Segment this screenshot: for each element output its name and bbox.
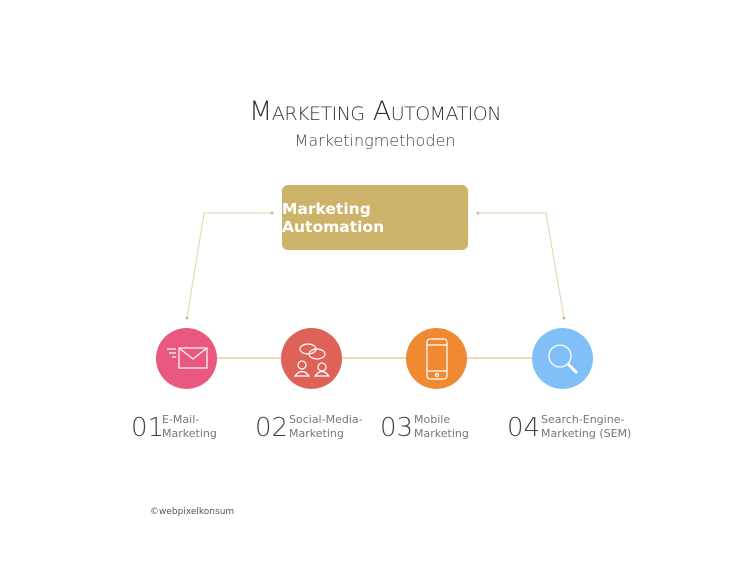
- center-box: Marketing Automation: [282, 185, 468, 250]
- smartphone-icon: [425, 337, 448, 380]
- method-label: E-Mail-Marketing: [162, 413, 217, 440]
- email-circle: [156, 328, 217, 389]
- magnifier-icon: [547, 343, 578, 374]
- method-number: 01: [131, 413, 165, 443]
- chat-people-icon: [293, 342, 330, 377]
- envelope-icon: [166, 346, 208, 369]
- mobile-circle: [406, 328, 467, 389]
- credit: ©webpixelkonsum: [150, 507, 235, 517]
- method-number: 02: [255, 413, 289, 443]
- page-title: Marketing Automation: [249, 96, 501, 127]
- method-label: Search-Engine-Marketing (SEM): [541, 413, 632, 440]
- page-subtitle: Marketingmethoden: [294, 131, 456, 150]
- method-number: 03: [380, 413, 414, 443]
- method-label: Social-Media-Marketing: [289, 413, 363, 440]
- method-number: 04: [507, 413, 541, 443]
- social-circle: [281, 328, 342, 389]
- search-circle: [532, 328, 593, 389]
